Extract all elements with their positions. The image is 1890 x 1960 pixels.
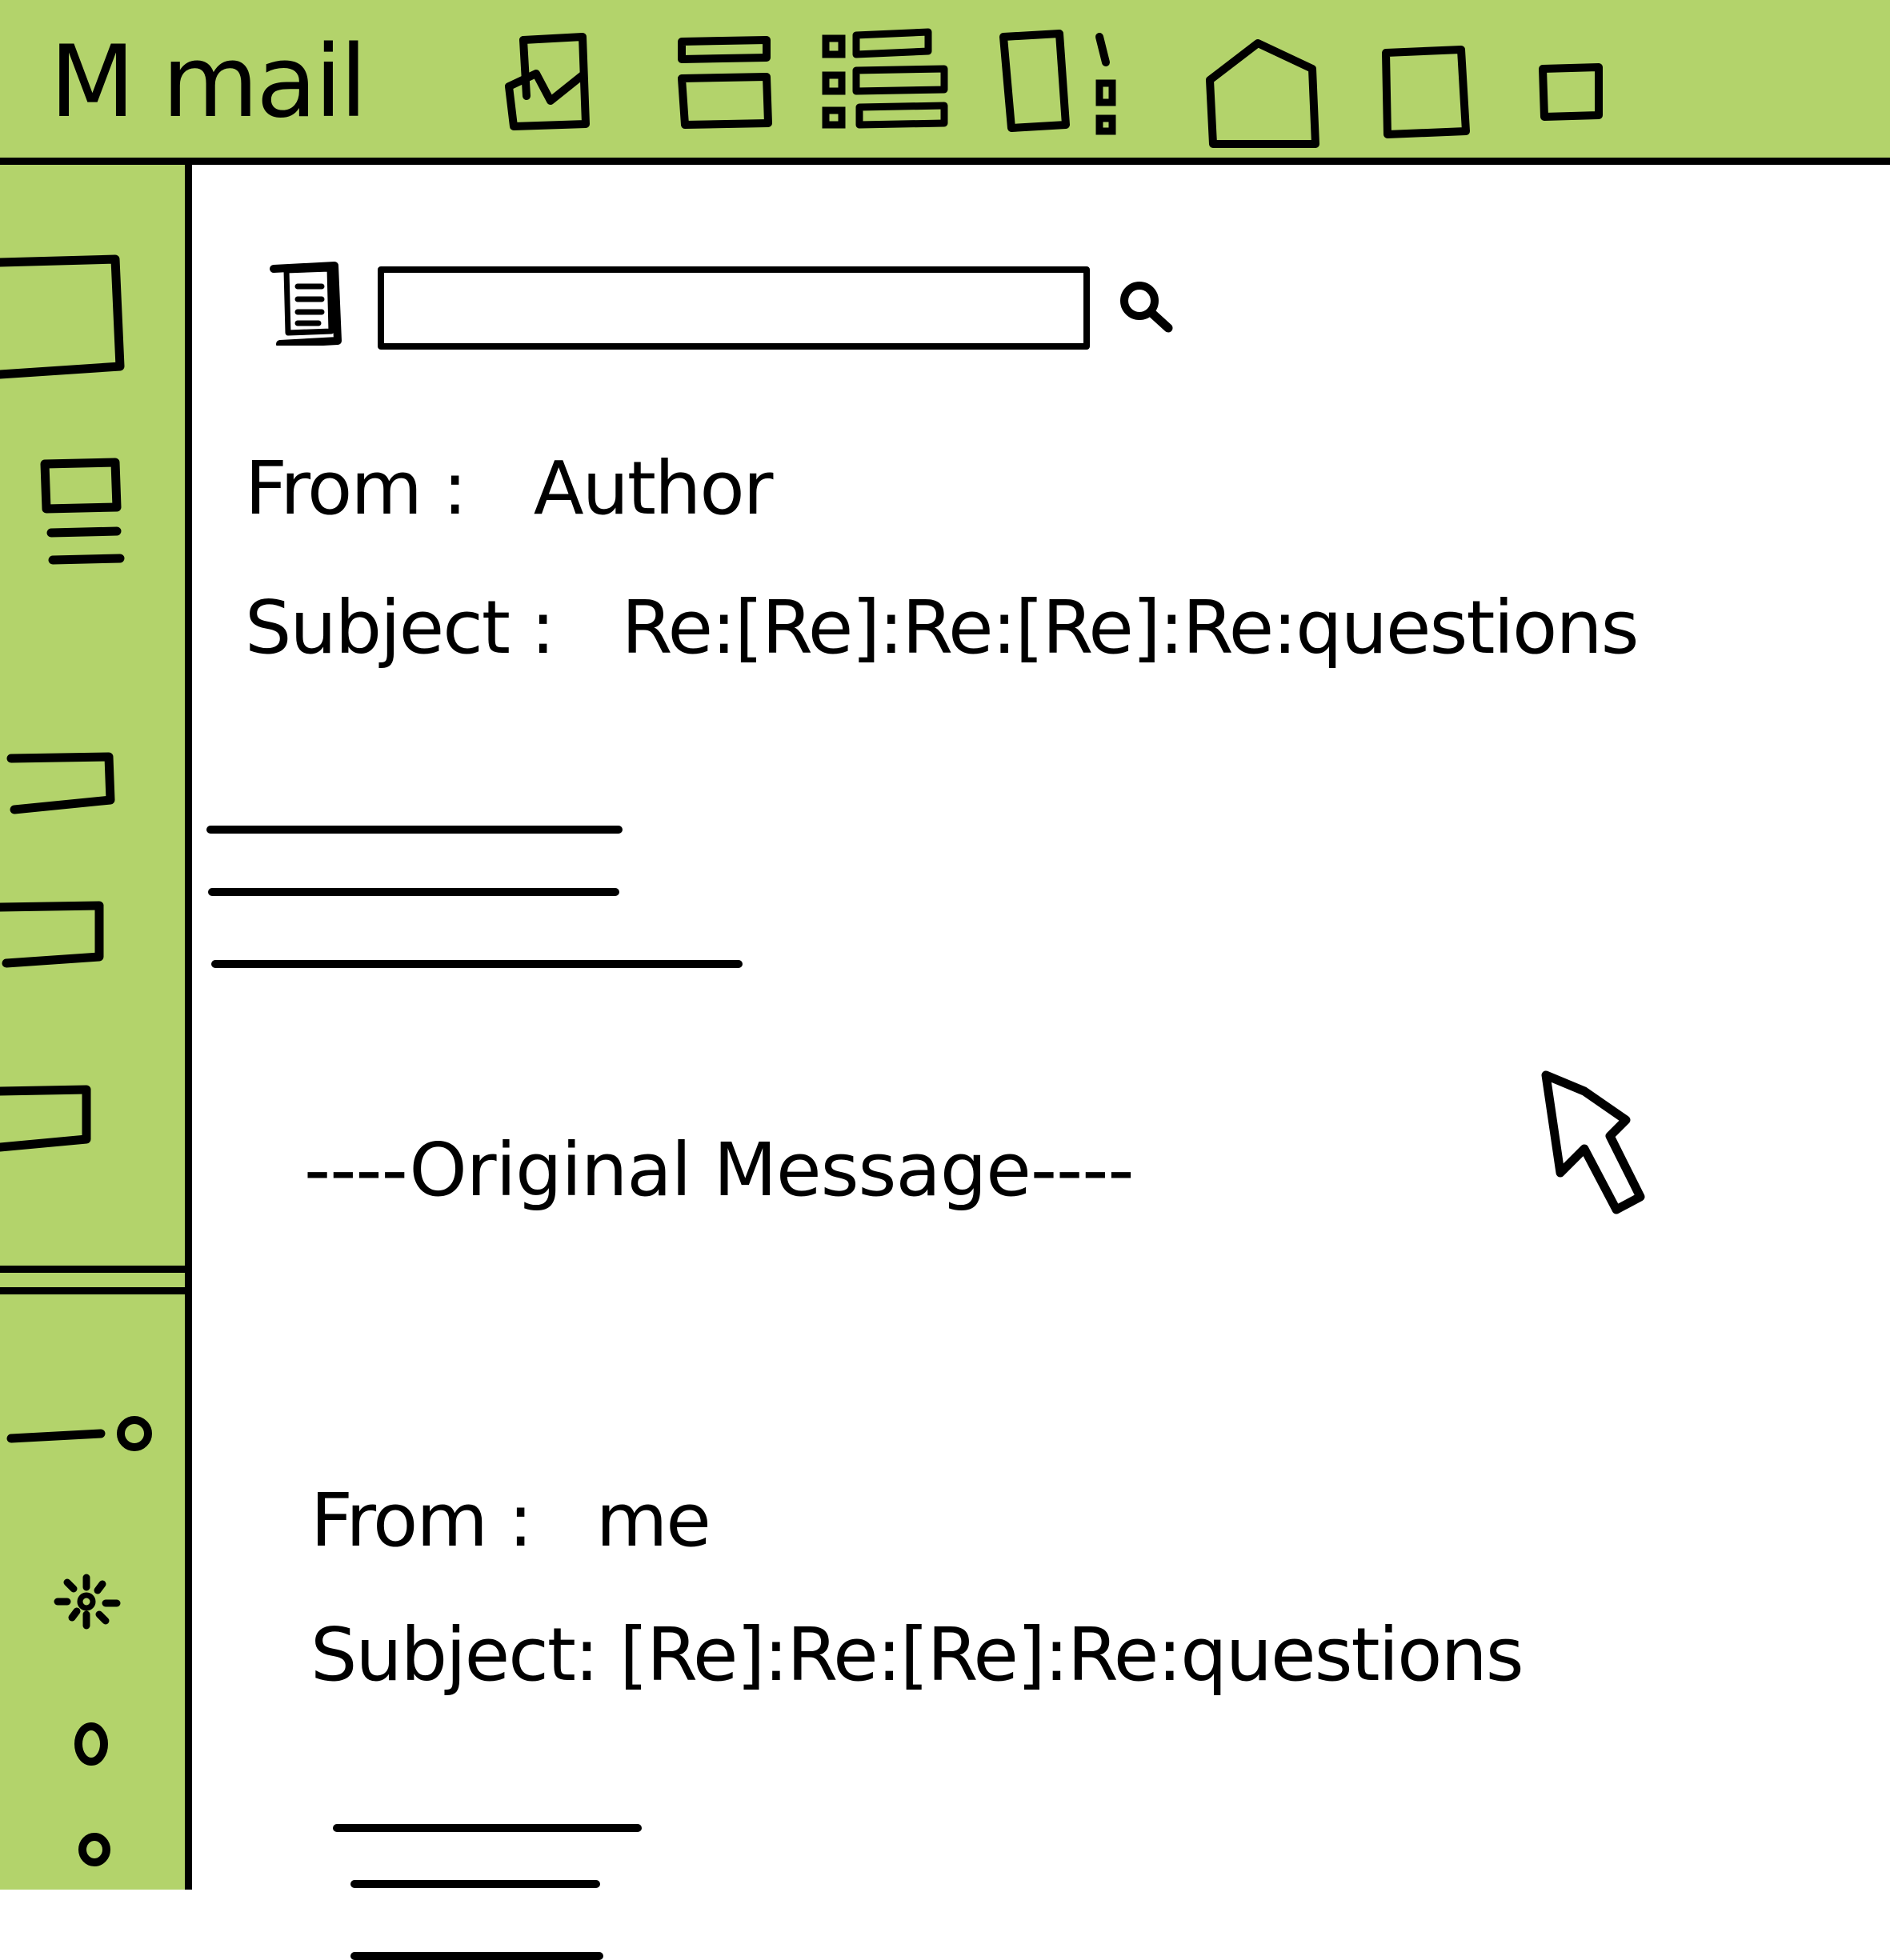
app-title: M mail [50,25,367,140]
menu-button[interactable] [269,258,357,348]
top-bar: M mail [0,0,1890,165]
window-icon[interactable] [1375,24,1479,152]
original-body-text-line [333,1824,642,1832]
subject-value: Re:[Re]:Re:[Re]:Re:questions [621,585,1640,670]
minimize-icon[interactable] [1533,24,1613,136]
inbox-icon[interactable] [503,24,607,136]
original-subject-label: Subject: [310,1612,599,1698]
mail-list-icon[interactable] [0,450,144,578]
circle-icon[interactable] [0,1818,144,1882]
original-subject-value: [Re]:Re:[Re]:Re:questions [619,1612,1524,1698]
from-value[interactable]: Author [533,446,774,531]
toggle-icon[interactable] [0,1402,176,1466]
from-line: From : Author [245,445,774,533]
original-from-line: From : me [310,1477,711,1565]
sidebar [0,165,192,1890]
circle-icon[interactable] [0,1709,144,1781]
label-icon[interactable] [0,896,144,976]
list-view-icon[interactable] [819,24,955,136]
folder-icon[interactable] [0,253,144,381]
settings-icon[interactable] [0,1562,144,1642]
mouse-pointer-icon [1536,1069,1696,1248]
label-icon[interactable] [0,1080,144,1160]
body-text-line [208,888,619,896]
subject-label: Subject : [245,585,555,670]
subject-line: Subject : Re:[Re]:Re:[Re]:Re:questions [245,584,1640,672]
report-icon[interactable] [999,24,1135,144]
original-from-value[interactable]: me [595,1478,711,1563]
search-button[interactable] [1111,272,1183,344]
original-message-separator: ----Original Message---- [304,1127,1135,1213]
original-body-text-line [350,1952,603,1960]
sidebar-divider [0,1266,185,1294]
body-text-line [206,826,623,834]
original-body-text-line [350,1880,600,1888]
from-label: From : [245,446,467,531]
original-from-label: From : [310,1478,533,1563]
home-icon[interactable] [1200,24,1328,152]
original-subject-line: Subject: [Re]:Re:[Re]:Re:questions [310,1611,1524,1699]
archive-icon[interactable] [674,24,778,136]
body-text-line [211,960,743,968]
tag-icon[interactable] [0,744,144,824]
menu-icon [270,262,342,348]
search-icon [1120,282,1173,333]
search-input[interactable] [378,266,1090,350]
message-pane: From : Author Subject : Re:[Re]:Re:[Re]:… [192,165,1890,1960]
